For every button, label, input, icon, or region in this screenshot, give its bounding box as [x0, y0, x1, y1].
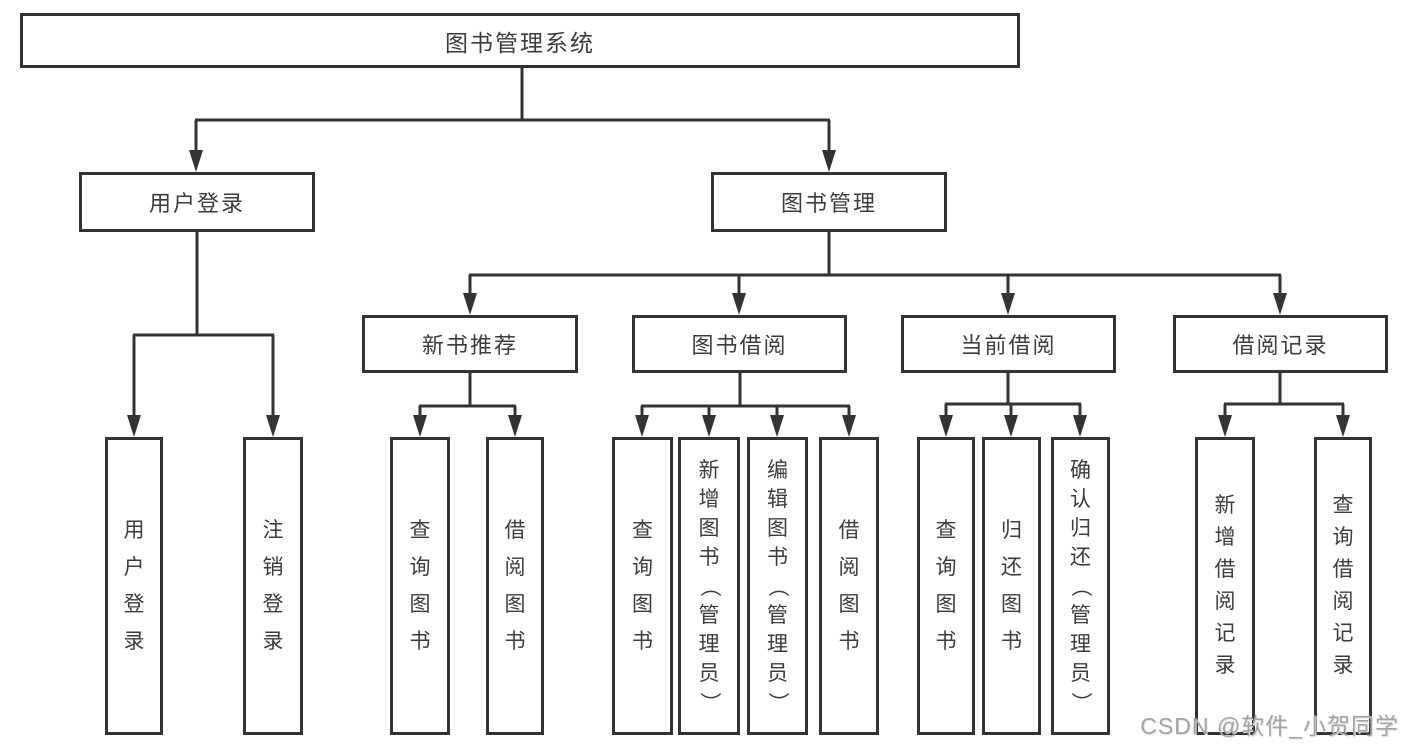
node-book-borrow: 图书借阅: [632, 315, 847, 373]
node-current-borrow: 当前借阅: [901, 315, 1116, 373]
node-root-system: 图书管理系统: [20, 13, 1020, 68]
leaf-query-books-borrow: 查询图书: [612, 437, 673, 735]
arrowheads: [127, 150, 1350, 437]
leaf-add-borrow-record: 新增借阅记录: [1195, 437, 1255, 735]
leaf-add-books-admin: 新增图书（管理员）: [678, 437, 740, 735]
csdn-watermark: CSDN @软件_小贺同学: [1140, 713, 1399, 739]
leaf-query-books-recommend: 查询图书: [390, 437, 450, 735]
node-book-management: 图书管理: [711, 172, 947, 232]
node-new-book-recommend: 新书推荐: [362, 315, 578, 373]
leaf-query-books-current: 查询图书: [917, 437, 975, 735]
node-borrow-records: 借阅记录: [1173, 315, 1388, 373]
leaf-borrow-books-recommend: 借阅图书: [486, 437, 544, 735]
leaf-edit-books-admin: 编辑图书（管理员）: [747, 437, 808, 735]
leaf-query-borrow-record: 查询借阅记录: [1314, 437, 1372, 735]
leaf-confirm-return-admin: 确认归还（管理员）: [1051, 437, 1110, 735]
leaf-user-login: 用户登录: [105, 437, 163, 735]
leaf-borrow-books: 借阅图书: [819, 437, 879, 735]
leaf-logout: 注销登录: [243, 437, 303, 735]
node-user-login: 用户登录: [79, 172, 315, 232]
leaf-return-books: 归还图书: [982, 437, 1041, 735]
